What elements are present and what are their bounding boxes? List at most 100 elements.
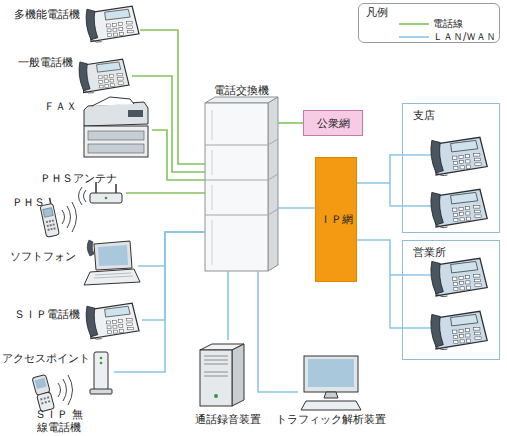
- device-node: ＰＨＳ: [10, 196, 60, 238]
- branch-phone: [431, 189, 487, 227]
- branch-phone: [431, 258, 487, 296]
- branch-phone: [431, 189, 487, 227]
- softphone-laptop: [84, 240, 140, 285]
- network-box: ＩＰ網: [315, 157, 357, 282]
- access-point: [100, 357, 103, 360]
- node-label: ＰＨＳ: [12, 196, 45, 209]
- phs-handset: [46, 219, 56, 230]
- sip-wireless-phone: [48, 400, 50, 402]
- node-label: 支店: [413, 109, 435, 122]
- legend-swatch: [399, 20, 429, 28]
- traffic-monitor: [301, 356, 361, 410]
- network-box: 公衆網: [303, 110, 363, 136]
- lan-line: [357, 240, 402, 275]
- phs-handset: [53, 227, 55, 229]
- fax-machine: [84, 97, 148, 157]
- legend-line: [399, 36, 429, 38]
- device-node: ＳＩＰ電話機: [10, 294, 142, 344]
- recording-server: [204, 360, 228, 361]
- phs-handset: [50, 198, 51, 204]
- pbx-cabinet: [268, 209, 278, 215]
- fax-machine: [84, 126, 148, 157]
- phs-handset: [50, 224, 52, 226]
- node-label: トラフィック解析装置: [276, 413, 386, 426]
- softphone-laptop: [94, 273, 133, 278]
- device-node: ＳＩＰ 無線電話機: [28, 372, 90, 434]
- phs-handset: [46, 221, 48, 223]
- legend-text: 電話線: [433, 18, 463, 29]
- recording-server: [204, 356, 228, 357]
- branch-phone: [431, 311, 487, 349]
- phs-antenna: [79, 187, 87, 205]
- node-label: 一般電話機: [18, 56, 73, 69]
- device-node: 一般電話機: [10, 50, 132, 98]
- branch-phone: [431, 137, 487, 175]
- device-node: トラフィック解析装置: [298, 352, 364, 430]
- phs-antenna: [105, 197, 108, 200]
- traffic-monitor: [304, 356, 358, 392]
- legend-entry: 電話線: [399, 17, 463, 30]
- pbx-node: 電話交換機: [205, 103, 278, 271]
- phs-handset: [47, 225, 49, 227]
- fax-machine: [88, 144, 144, 153]
- fax-machine: [128, 110, 143, 117]
- recording-server: [204, 356, 228, 376]
- pbx-cabinet: [268, 97, 278, 271]
- softphone-laptop: [98, 245, 128, 266]
- sip-wireless-phone: [32, 374, 73, 411]
- fax-machine: [88, 131, 144, 140]
- recording-server: [200, 344, 244, 406]
- node-label: 電話交換機: [214, 84, 269, 97]
- device-node: アクセスポイント: [2, 348, 114, 394]
- phone-line: [126, 192, 205, 194]
- pbx-cabinet: [212, 185, 213, 210]
- pbx-cabinet: [205, 145, 268, 146]
- recording-server: [204, 376, 228, 377]
- multifunction-phone: [86, 6, 139, 42]
- access-point: [94, 352, 108, 390]
- branch-phone: [431, 258, 487, 296]
- phs-handset: [47, 229, 49, 231]
- sip-wireless-phone: [40, 398, 42, 400]
- recording-server: [204, 364, 228, 365]
- pbx-cabinet: [212, 220, 213, 265]
- lan-line: [142, 232, 205, 320]
- basic-phone: [79, 59, 129, 93]
- node-label: ＳＩＰ電話機: [14, 308, 80, 321]
- fax-machine: [92, 97, 134, 106]
- access-point: [100, 362, 103, 365]
- device-node: ソフトフォン: [8, 236, 138, 288]
- node-label: アクセスポイント: [2, 352, 90, 365]
- lan-line: [278, 207, 315, 209]
- sip-wireless-phone: [35, 378, 47, 389]
- branch-phone: [431, 311, 487, 349]
- phone-line: [152, 130, 205, 180]
- pbx-cabinet: [268, 139, 278, 145]
- legend-entry: ＬＡＮ/ＷＡＮ: [399, 30, 496, 43]
- device-node: 多機能電話機: [8, 4, 140, 44]
- legend-swatch: [399, 33, 429, 41]
- phs-antenna: [79, 182, 123, 205]
- node-label: 営業所: [413, 246, 446, 259]
- node-label: 公衆網: [317, 117, 350, 130]
- pbx-cabinet: [205, 180, 268, 181]
- node-label: 多機能電話機: [14, 8, 80, 21]
- sip-wireless-phone: [41, 402, 43, 404]
- pbx-cabinet: [205, 139, 278, 215]
- phs-handset: [49, 220, 51, 222]
- phone-line: [132, 76, 205, 172]
- pbx-cabinet: [212, 110, 213, 265]
- access-point: [90, 389, 112, 394]
- access-point: [90, 352, 112, 394]
- sip-wireless-phone: [43, 397, 45, 399]
- sip-wireless-phone: [32, 374, 55, 411]
- node-label: ＳＩＰ 無線電話機: [30, 408, 88, 434]
- node-label: ＦＡＸ: [44, 100, 77, 113]
- pbx-cabinet: [268, 174, 278, 180]
- legend-text: ＬＡＮ/ＷＡＮ: [433, 31, 496, 42]
- branch-bus: [390, 183, 432, 206]
- sip-phone: [86, 303, 139, 339]
- device-node: ＰＨＳアンテナ: [40, 172, 126, 206]
